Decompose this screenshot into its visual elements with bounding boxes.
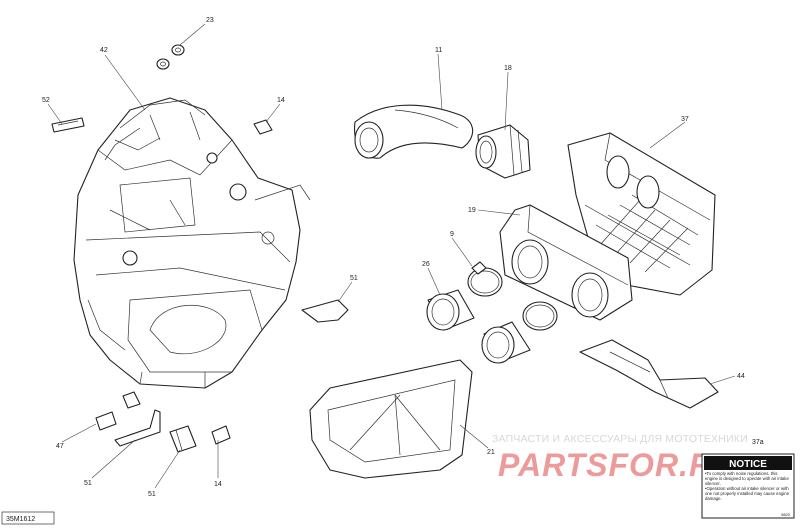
notice-label: NOTICE •To comply with noise regulations…: [701, 453, 795, 519]
part-44-plate: [579, 339, 719, 409]
callout-23: 23: [206, 17, 214, 24]
callout-51-bottom: 51: [148, 491, 156, 498]
watermark: ЗАПЧАСТИ И АКСЕССУАРЫ ДЛЯ МОТОТЕХНИКИ PA…: [492, 433, 748, 483]
part-51-clip-bottom: [169, 425, 197, 453]
part-14-clip-lower: [211, 425, 231, 445]
notice-line-2: •Operation without air intake silencer o…: [705, 486, 790, 501]
part-42-upper-frame: [114, 99, 206, 151]
part-21-filter: [309, 359, 473, 479]
callout-14-lower: 14: [214, 481, 222, 488]
callout-18: 18: [504, 65, 512, 72]
part-26-couplers: [426, 289, 531, 364]
notice-title: NOTICE: [729, 459, 767, 470]
callout-37: 37: [681, 116, 689, 123]
part-11-intake-tube: [354, 104, 474, 159]
notice-code: 9820: [781, 512, 791, 517]
airbox-housing: [73, 97, 311, 389]
part-52-label: [51, 117, 85, 133]
part-14-clip-upper: [253, 119, 273, 135]
part-19-silencer-base: [499, 204, 633, 321]
leader-lines: [47, 23, 736, 489]
callout-26: 26: [422, 261, 430, 268]
callout-numbers: 23 42 11 18 52 14 37 19 9 26 51 44 47 51…: [42, 17, 764, 498]
callout-11: 11: [435, 47, 442, 54]
diagram-id-box: 35M1612: [1, 511, 55, 525]
notice-line-1: •To comply with noise regulations, this …: [705, 471, 789, 486]
part-9-clamps: [467, 261, 558, 331]
callout-9: 9: [450, 231, 454, 238]
part-51-clip-right: [301, 299, 349, 323]
part-47-pad: [95, 411, 117, 431]
part-51-bracket-left: [114, 391, 161, 447]
callout-19: 19: [468, 207, 476, 214]
callout-52: 52: [42, 97, 50, 104]
diagram-id: 35M1612: [6, 516, 35, 523]
callout-37a: 37a: [752, 439, 764, 446]
callout-51-right: 51: [350, 275, 358, 282]
callout-14-upper: 14: [277, 97, 285, 104]
callout-42: 42: [100, 47, 108, 54]
callout-47: 47: [56, 443, 64, 450]
callout-51-left: 51: [84, 480, 92, 487]
callout-44: 44: [737, 373, 745, 380]
part-23-grommets: [156, 44, 185, 70]
part-18-coupler: [475, 124, 531, 179]
watermark-logo: PARTSFOR.RU: [498, 447, 737, 483]
watermark-subtitle: ЗАПЧАСТИ И АКСЕССУАРЫ ДЛЯ МОТОТЕХНИКИ: [492, 433, 748, 445]
callout-21: 21: [487, 449, 495, 456]
